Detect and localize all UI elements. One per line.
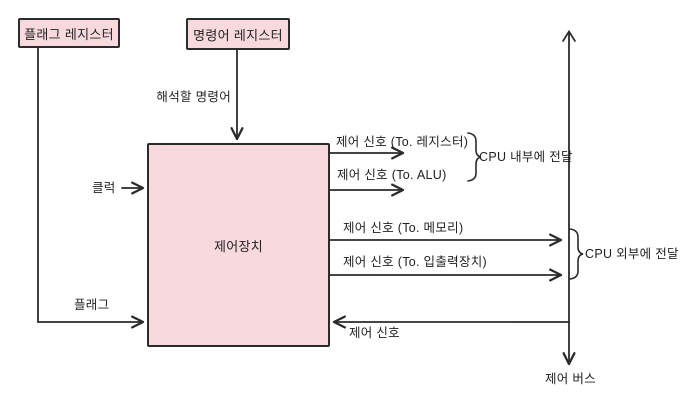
internal-delivery-label: CPU 내부에 전달 <box>479 150 573 164</box>
external-group-brace <box>569 228 584 280</box>
instruction-register-label: 명령어 레지스터 <box>193 27 283 43</box>
signal-to-memory-label: 제어 신호 (To. 메모리) <box>343 221 464 235</box>
flag-register-label: 플래그 레지스터 <box>24 26 114 42</box>
control-bus-top-arrowhead <box>562 29 576 42</box>
control-unit-label: 제어장치 <box>213 238 264 254</box>
decoded-instruction-label: 해석할 명령어 <box>156 90 231 104</box>
signal-to-alu-label: 제어 신호 (To. ALU) <box>337 168 447 182</box>
flag-register-box: 플래그 레지스터 <box>18 18 120 48</box>
control-unit-box: 제어장치 <box>147 143 330 347</box>
flag-arrow <box>37 47 145 329</box>
incoming-signal-label: 제어 신호 <box>349 326 400 340</box>
signal-to-register-label: 제어 신호 (To. 레지스터) <box>336 135 469 149</box>
control-bus-label: 제어 버스 <box>545 372 596 386</box>
internal-group-brace <box>467 132 482 182</box>
signal-to-io-label: 제어 신호 (To. 입출력장치) <box>343 255 488 269</box>
external-delivery-label: CPU 외부에 전달 <box>585 247 679 261</box>
clock-label: 클럭 <box>92 181 116 195</box>
instruction-register-box: 명령어 레지스터 <box>186 18 290 50</box>
flag-label: 플래그 <box>74 298 110 312</box>
